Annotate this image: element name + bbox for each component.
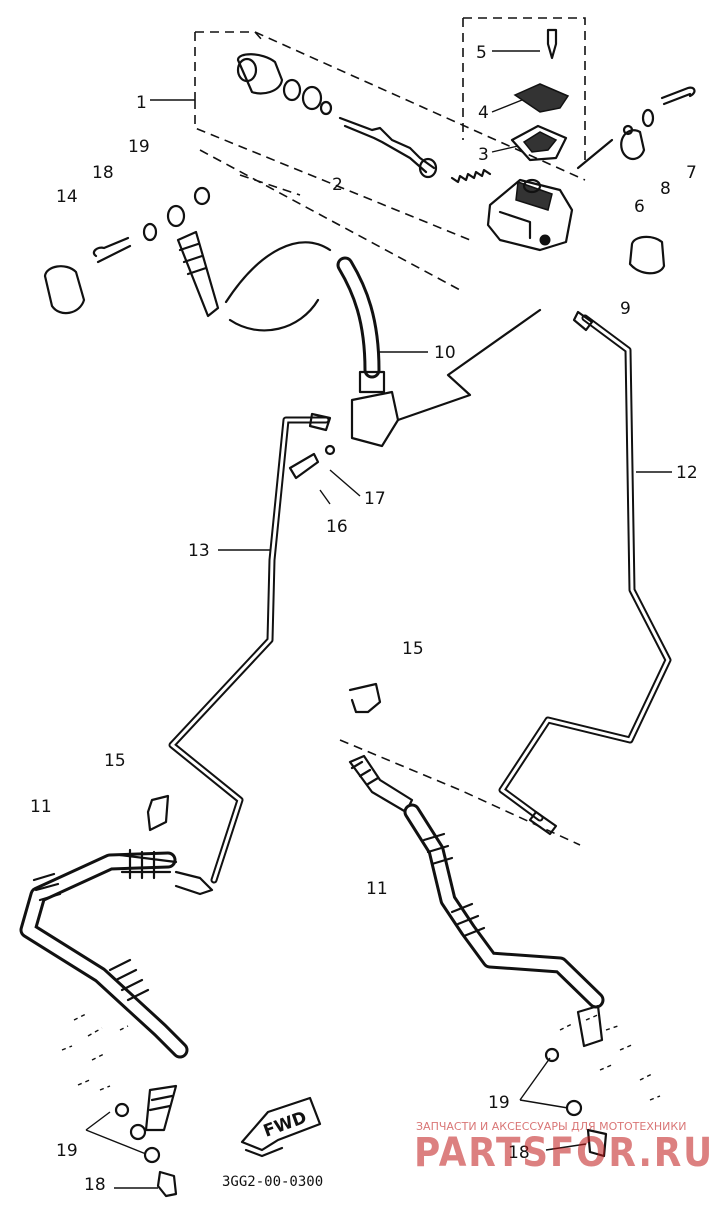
callout-13: 13 [188, 541, 210, 561]
callout-15a: 15 [402, 639, 424, 659]
brake-hose-right [348, 754, 605, 1009]
callout-7: 7 [686, 163, 697, 183]
watermark-tagline: ЗАПЧАСТИ И АКСЕССУАРЫ ДЛЯ МОТОТЕХНИКИ [416, 1120, 686, 1133]
callout-9: 9 [620, 299, 631, 319]
callout-18a: 18 [92, 163, 114, 183]
callout-19a: 19 [128, 137, 150, 157]
caliper-fittings [61, 1004, 661, 1198]
callout-17: 17 [364, 489, 386, 509]
reservoir-cap-parts [510, 28, 570, 162]
callout-10: 10 [434, 343, 456, 363]
drawing-code: 3GG2-00-0300 [222, 1174, 323, 1190]
hose-clamps [146, 682, 382, 832]
callout-1: 1 [136, 93, 147, 113]
switch-parts-left [43, 186, 220, 318]
brake-pipe-12 [498, 310, 672, 836]
reservoir-hose-group [224, 241, 542, 480]
master-cylinder-body [486, 178, 574, 252]
lever-bolt-parts [576, 86, 696, 275]
master-cylinder-kit [236, 53, 492, 184]
callout-3: 3 [478, 145, 489, 165]
forward-arrow: FWD [240, 1096, 322, 1158]
callout-6: 6 [634, 197, 645, 217]
callout-15b: 15 [104, 751, 126, 771]
callout-2: 2 [332, 175, 343, 195]
callout-leaders [85, 50, 672, 1189]
callout-11a: 11 [30, 797, 52, 817]
callout-8: 8 [660, 179, 671, 199]
callout-18b: 18 [84, 1175, 106, 1195]
callout-19b: 19 [56, 1141, 78, 1161]
callout-19c: 19 [488, 1093, 510, 1113]
callout-5: 5 [476, 43, 487, 63]
watermark: ЗАПЧАСТИ И АКСЕССУАРЫ ДЛЯ МОТОТЕХНИКИ PA… [414, 1120, 714, 1176]
callout-16: 16 [326, 517, 348, 537]
callout-14: 14 [56, 187, 78, 207]
callout-18c: 18 [508, 1143, 530, 1163]
part-callouts: 1 2 3 4 5 6 7 8 9 10 11 11 12 13 14 15 1… [30, 43, 698, 1195]
brake-pipe-13 [168, 412, 332, 884]
brake-hose-left [19, 848, 214, 1059]
callout-12: 12 [676, 463, 698, 483]
watermark-brand: PARTSFOR.RU [414, 1130, 714, 1176]
callout-11b: 11 [366, 879, 388, 899]
callout-4: 4 [478, 103, 489, 123]
